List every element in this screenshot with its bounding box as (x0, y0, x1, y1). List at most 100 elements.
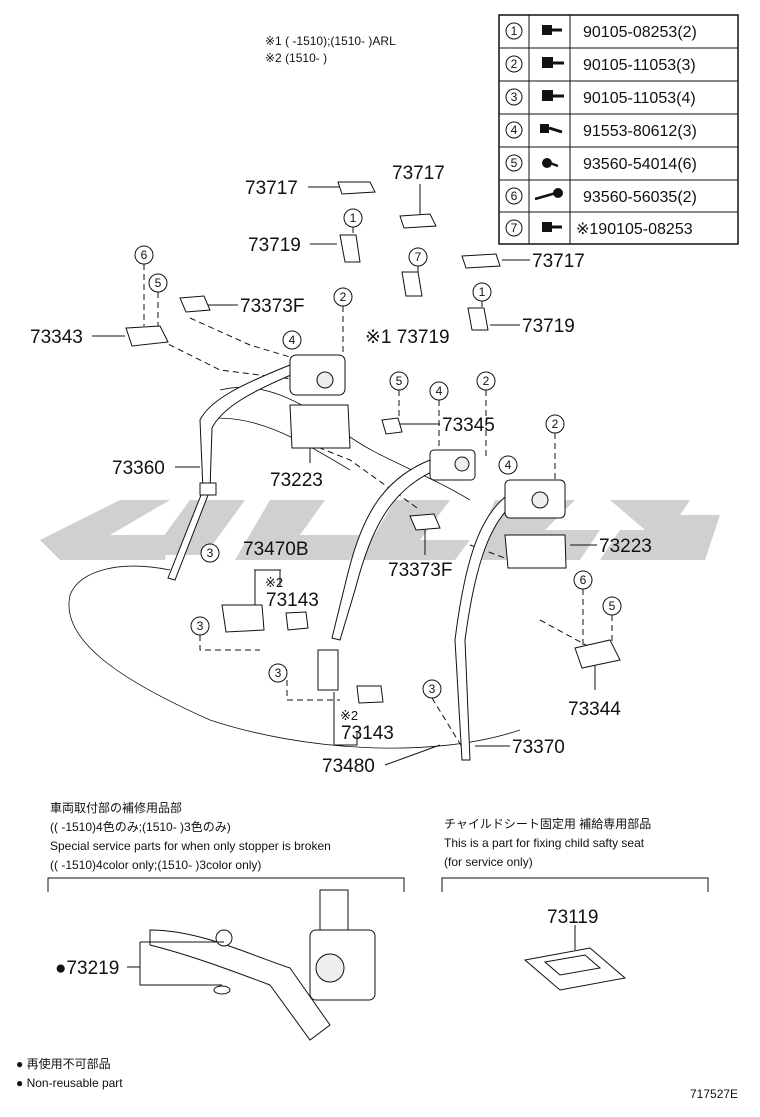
svg-text:3: 3 (207, 546, 214, 560)
svg-text:3: 3 (275, 666, 282, 680)
svg-text:1: 1 (479, 285, 486, 299)
cover-73143-b (356, 685, 384, 704)
svg-text:2: 2 (483, 374, 490, 388)
header-note-1: ※1 ( -1510);(1510- )ARL (265, 34, 396, 48)
part-73143-lower-mark: ※2 (340, 708, 358, 723)
part-73373F-lower: 73373F (388, 560, 452, 581)
bolt-icon (542, 90, 564, 101)
part-73119: 73119 (547, 907, 598, 928)
part-73370: 73370 (512, 737, 565, 758)
part-73719-left: 73719 (248, 235, 301, 256)
legend-row-6: 6 93560-56035(2) (505, 187, 697, 206)
svg-text:91553-80612(3): 91553-80612(3) (583, 123, 697, 140)
bolt-icon (542, 25, 562, 35)
svg-text:7: 7 (415, 250, 422, 264)
anchor-73344 (574, 639, 621, 669)
svg-text:93560-54014(6): 93560-54014(6) (583, 156, 697, 173)
guide-73345 (381, 417, 403, 435)
part-73719-middle: ※1 73719 (365, 327, 450, 348)
part-73717-right: 73717 (532, 251, 585, 272)
bottom-right-bracket (441, 877, 709, 950)
svg-text:4: 4 (436, 384, 443, 398)
svg-text:5: 5 (511, 156, 518, 170)
child-seat-anchor-cover-73119 (523, 947, 627, 991)
svg-text:5: 5 (155, 276, 162, 290)
cover-73717-c (461, 253, 501, 269)
legend-row-2: 2 90105-11053(3) (505, 55, 696, 74)
svg-text:2: 2 (511, 57, 518, 71)
cover-73143-a (285, 611, 309, 631)
box-73223-b (504, 534, 567, 569)
bracket-73719-c (467, 307, 489, 331)
part-labels (92, 184, 597, 766)
legend-row-7: 7 ※190105-08253 (505, 219, 693, 238)
stopper-assembly-drawing (139, 889, 376, 1041)
svg-text:3: 3 (511, 90, 518, 104)
bolt-icon (540, 124, 563, 134)
svg-text:4: 4 (289, 333, 296, 347)
box-73223-a (289, 404, 351, 449)
buckle-73470B (221, 604, 265, 633)
svg-text:※190105-08253: ※190105-08253 (576, 221, 693, 238)
svg-text:3: 3 (429, 682, 436, 696)
svg-text:5: 5 (396, 374, 403, 388)
part-73143-upper-mark: ※2 (265, 575, 283, 590)
small-parts (125, 181, 621, 704)
svg-text:7: 7 (511, 221, 518, 235)
bottom-right-en-line1: This is a part for fixing child safty se… (444, 836, 645, 850)
header-note-2: ※2 (1510- ) (265, 51, 327, 65)
bottom-left-en-sub: (( -1510)4color only;(1510- )3color only… (50, 858, 261, 872)
part-73219: ●73219 (55, 958, 119, 979)
bottom-left-en-title: Special service parts for when only stop… (50, 839, 331, 853)
svg-text:6: 6 (580, 573, 587, 587)
svg-text:5: 5 (609, 599, 616, 613)
svg-text:3: 3 (197, 619, 204, 633)
svg-text:4: 4 (511, 123, 518, 137)
bottom-left-jp-title: 車両取付部の補修用品部 (50, 800, 182, 815)
svg-text:6: 6 (511, 189, 518, 203)
cover-73373F-b (409, 513, 441, 531)
cover-73717-a (337, 181, 376, 195)
bolt-icon (542, 57, 564, 68)
part-73470B: 73470B (243, 539, 309, 560)
part-73717-middle: 73717 (392, 163, 445, 184)
svg-text:6: 6 (141, 248, 148, 262)
part-73717-top-left: 73717 (245, 178, 298, 199)
seat-belt-center-73480 (317, 449, 476, 691)
bolt-icon (542, 222, 562, 232)
footer-legend-en: ● Non-reusable part (16, 1076, 123, 1090)
svg-text:2: 2 (340, 290, 347, 304)
svg-text:90105-11053(4): 90105-11053(4) (583, 90, 696, 107)
bottom-right-en-line2: (for service only) (444, 855, 533, 869)
seat-belt-left-73360 (167, 354, 346, 581)
svg-text:2: 2 (552, 417, 559, 431)
svg-text:90105-08253(2): 90105-08253(2) (583, 24, 697, 41)
svg-text:90105-11053(3): 90105-11053(3) (583, 57, 696, 74)
part-73223-right: 73223 (599, 536, 652, 557)
part-73719-right: 73719 (522, 316, 575, 337)
part-73345: 73345 (442, 415, 495, 436)
callout-numbers: 1 7 1 2 4 6 5 5 4 2 2 4 3 3 3 3 6 5 (141, 211, 616, 696)
part-73143-lower: 73143 (341, 723, 394, 744)
part-73223-left: 73223 (270, 470, 323, 491)
footer-legend-jp: ● 再使用不可部品 (16, 1056, 111, 1071)
part-73373F-upper: 73373F (240, 296, 304, 317)
part-73480: 73480 (322, 756, 375, 777)
legend-row-4: 4 91553-80612(3) (505, 121, 697, 140)
legend-row-3: 3 90105-11053(4) (505, 88, 696, 107)
part-73343: 73343 (30, 327, 83, 348)
legend-row-1: 1 90105-08253(2) (505, 22, 697, 41)
screw-icon (542, 158, 559, 168)
bottom-right-jp-title: チャイルドシート固定用 補給専用部品 (444, 816, 651, 831)
anchor-73343 (125, 325, 169, 347)
part-73143-upper: 73143 (266, 590, 319, 611)
svg-text:93560-56035(2): 93560-56035(2) (583, 189, 697, 206)
svg-text:1: 1 (350, 211, 357, 225)
svg-text:1: 1 (511, 24, 518, 38)
fastener-legend-table: 1 90105-08253(2) 2 90105-11053(3) 3 9010… (498, 14, 739, 245)
part-73360: 73360 (112, 458, 165, 479)
bracket-73719-a (339, 234, 361, 263)
bottom-left-jp-sub: (( -1510)4色のみ;(1510- )3色のみ) (50, 820, 231, 834)
diagram-id: 717527E (690, 1087, 738, 1101)
